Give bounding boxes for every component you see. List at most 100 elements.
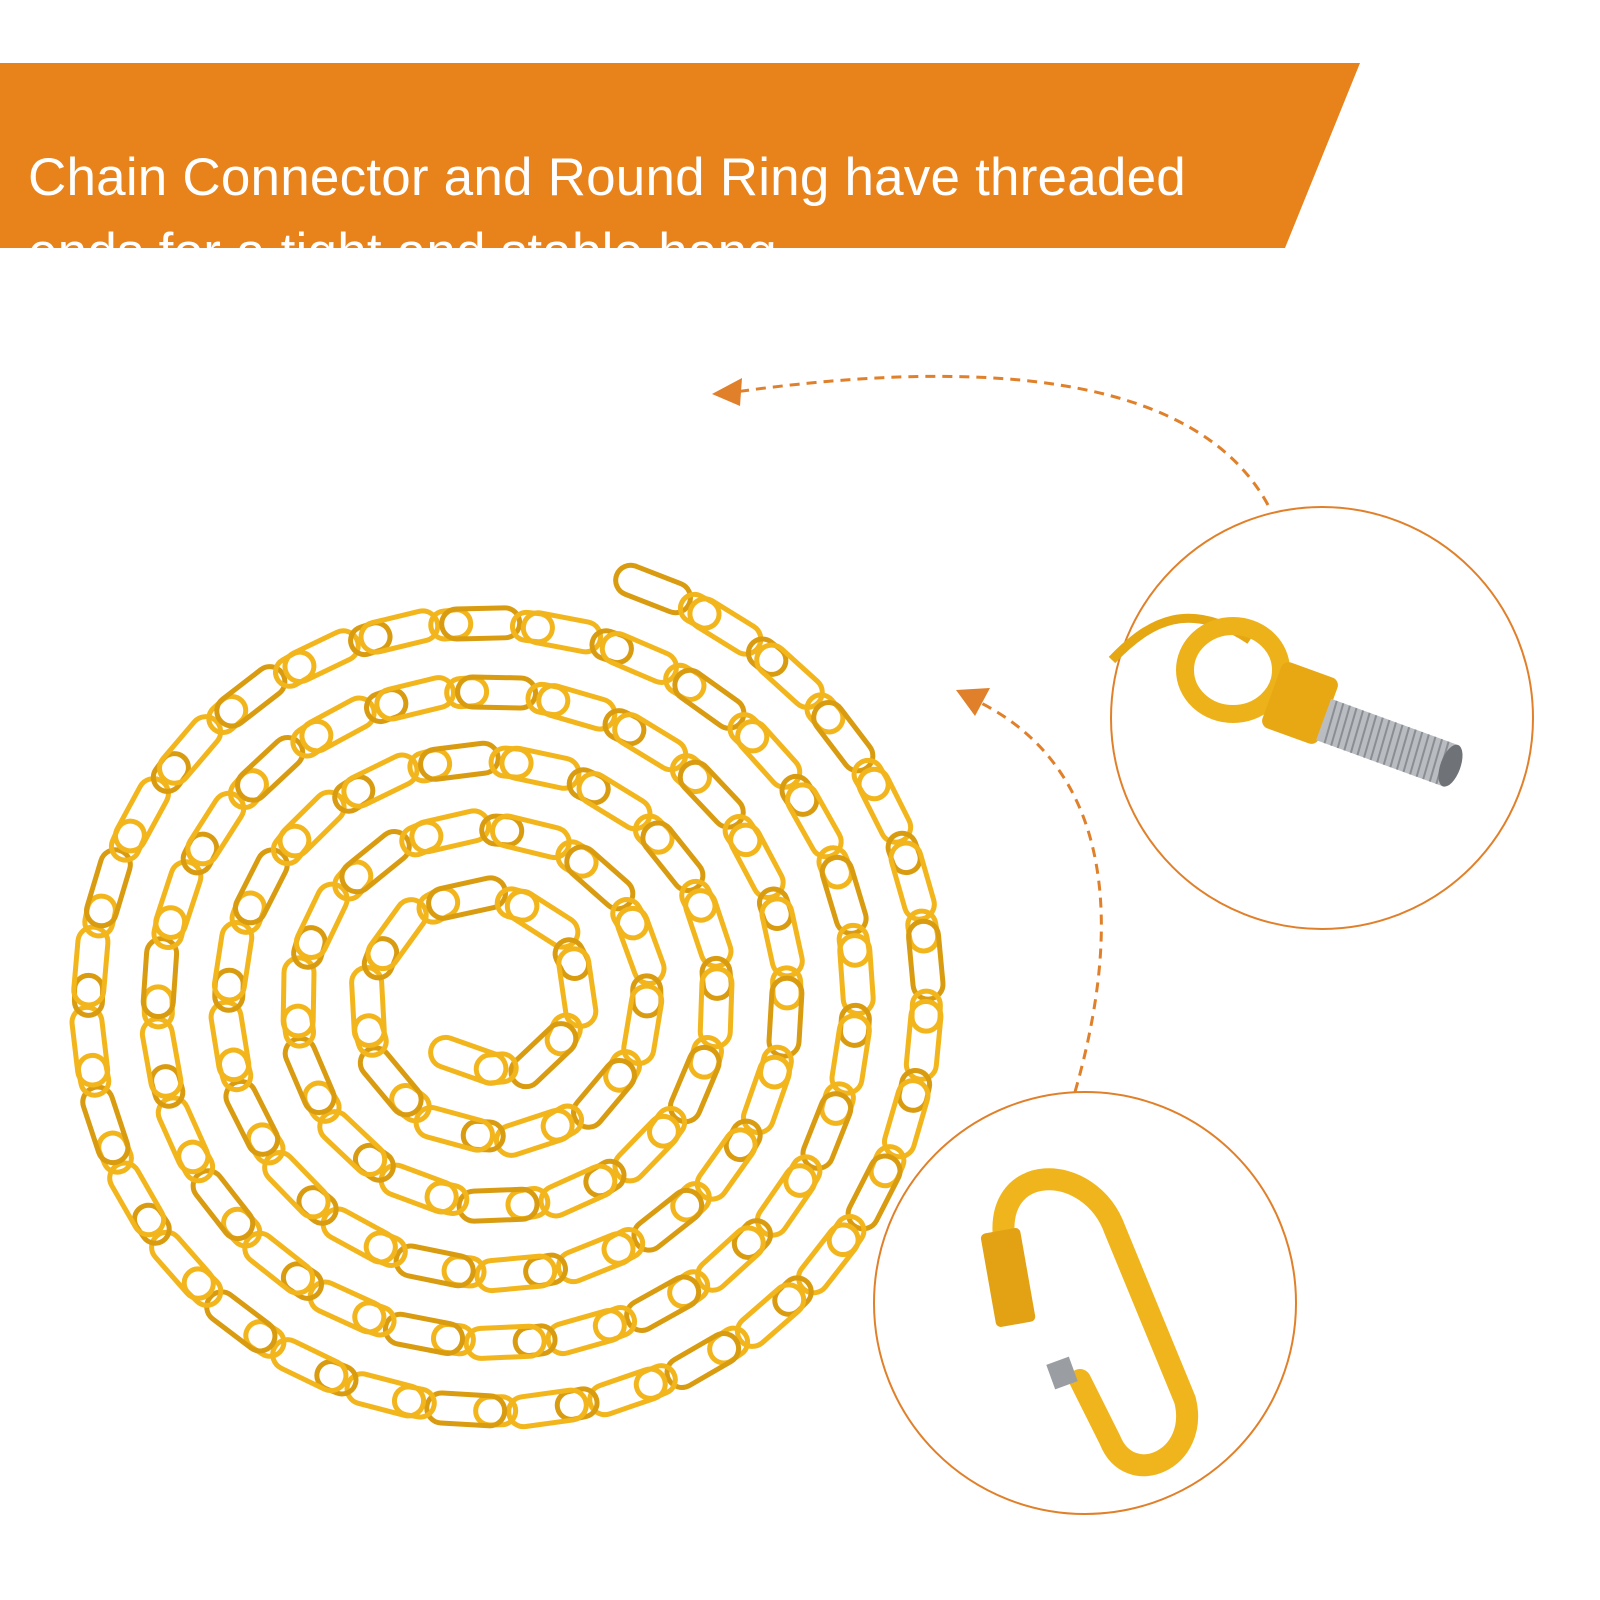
chain-link xyxy=(490,813,572,861)
chain-link xyxy=(456,1186,540,1224)
chain-link xyxy=(603,1049,642,1093)
chain-link xyxy=(307,1279,387,1335)
chain-link xyxy=(740,1054,792,1136)
chain-link xyxy=(107,1160,167,1238)
chain-link xyxy=(149,1229,216,1301)
chain-link xyxy=(418,740,501,782)
chain-link xyxy=(153,859,204,940)
chain-link xyxy=(69,1004,111,1088)
chain-link xyxy=(545,1307,627,1357)
chain-link xyxy=(262,1150,331,1220)
chain-link xyxy=(455,674,539,711)
chain-link xyxy=(155,1095,211,1175)
chain-link xyxy=(270,1337,349,1394)
chain-link xyxy=(439,605,523,642)
chain-link xyxy=(536,683,618,732)
chain-link xyxy=(382,1311,466,1356)
chain-link xyxy=(84,847,133,929)
gold-chain-coil xyxy=(69,562,946,1430)
chain-link xyxy=(204,1289,278,1354)
chain-link xyxy=(317,1109,388,1178)
chain-link xyxy=(185,790,247,867)
chain-link xyxy=(796,1222,861,1296)
chain-link xyxy=(906,918,946,1002)
chain-link xyxy=(227,768,269,811)
chain-link xyxy=(564,844,636,912)
chain-link xyxy=(112,776,171,854)
chain-link xyxy=(378,1162,459,1215)
chain-link xyxy=(613,562,693,616)
chain-link xyxy=(157,714,224,786)
chain-link xyxy=(615,905,667,986)
chain-link xyxy=(544,1012,583,1057)
chain-link xyxy=(856,766,914,845)
chain-link xyxy=(672,667,747,731)
chain-link xyxy=(785,782,844,860)
headline-banner: Chain Connector and Round Ring have thre… xyxy=(0,63,1360,282)
chain-link xyxy=(612,1113,681,1184)
chain-link xyxy=(393,1243,476,1289)
chain-link xyxy=(837,933,876,1017)
chain-link xyxy=(882,1078,931,1160)
chain-link xyxy=(677,759,746,830)
chain-link xyxy=(270,823,312,867)
chain-link xyxy=(506,1387,589,1430)
chain-link xyxy=(140,936,180,1020)
chain-link xyxy=(845,1153,903,1232)
arrowhead-top xyxy=(712,378,742,406)
chain-link xyxy=(339,829,412,895)
chain-link xyxy=(463,1323,547,1361)
chain-link xyxy=(664,1330,742,1391)
chain-link xyxy=(296,1185,339,1226)
chain-link xyxy=(697,966,735,1050)
chain-link xyxy=(903,998,944,1082)
chain-link xyxy=(683,888,734,969)
chain-link xyxy=(409,808,492,855)
chain-link xyxy=(669,753,712,795)
chain-link xyxy=(754,1163,818,1238)
chain-link xyxy=(277,789,347,859)
chain-link xyxy=(555,1231,636,1285)
callout-quick-link xyxy=(873,1091,1297,1515)
chain-link xyxy=(556,946,599,1029)
chain-link xyxy=(504,888,581,950)
chain-link xyxy=(759,896,805,979)
chain-link xyxy=(800,1091,854,1171)
chain-link xyxy=(647,1105,688,1149)
chain-link xyxy=(508,1021,579,1090)
chain-link xyxy=(208,999,252,1083)
chain-link xyxy=(341,752,420,809)
chain-link xyxy=(587,1366,668,1418)
chain-link xyxy=(633,813,675,855)
chain-link xyxy=(190,1168,256,1242)
chain-link xyxy=(424,1390,508,1429)
chain-link xyxy=(282,628,361,685)
chain-link xyxy=(621,983,665,1066)
chain-link xyxy=(640,820,706,893)
chain-link xyxy=(687,596,764,657)
chain-link xyxy=(520,610,603,655)
arrowhead-bottom xyxy=(956,688,990,716)
chain-link xyxy=(181,1266,224,1308)
chain-link xyxy=(754,642,825,710)
chain-link xyxy=(624,1274,702,1333)
chain-link xyxy=(232,847,290,926)
chain-link xyxy=(223,1078,281,1157)
chain-link xyxy=(694,1127,758,1202)
chain-link xyxy=(499,745,582,791)
chain-link xyxy=(727,712,770,754)
dashed-arrow-bottom xyxy=(974,698,1103,1093)
chain-link xyxy=(819,854,869,936)
chain-link xyxy=(695,1225,766,1293)
chain-link xyxy=(811,700,876,774)
chain-link xyxy=(280,955,317,1039)
chain-link xyxy=(766,975,805,1059)
chain-link xyxy=(413,1104,495,1153)
chain-link xyxy=(71,924,111,1008)
chain-link xyxy=(612,712,689,773)
chain-link xyxy=(344,1371,427,1419)
chain-link xyxy=(282,1035,337,1116)
chain-link xyxy=(139,1016,184,1099)
chain-link xyxy=(242,1230,316,1296)
